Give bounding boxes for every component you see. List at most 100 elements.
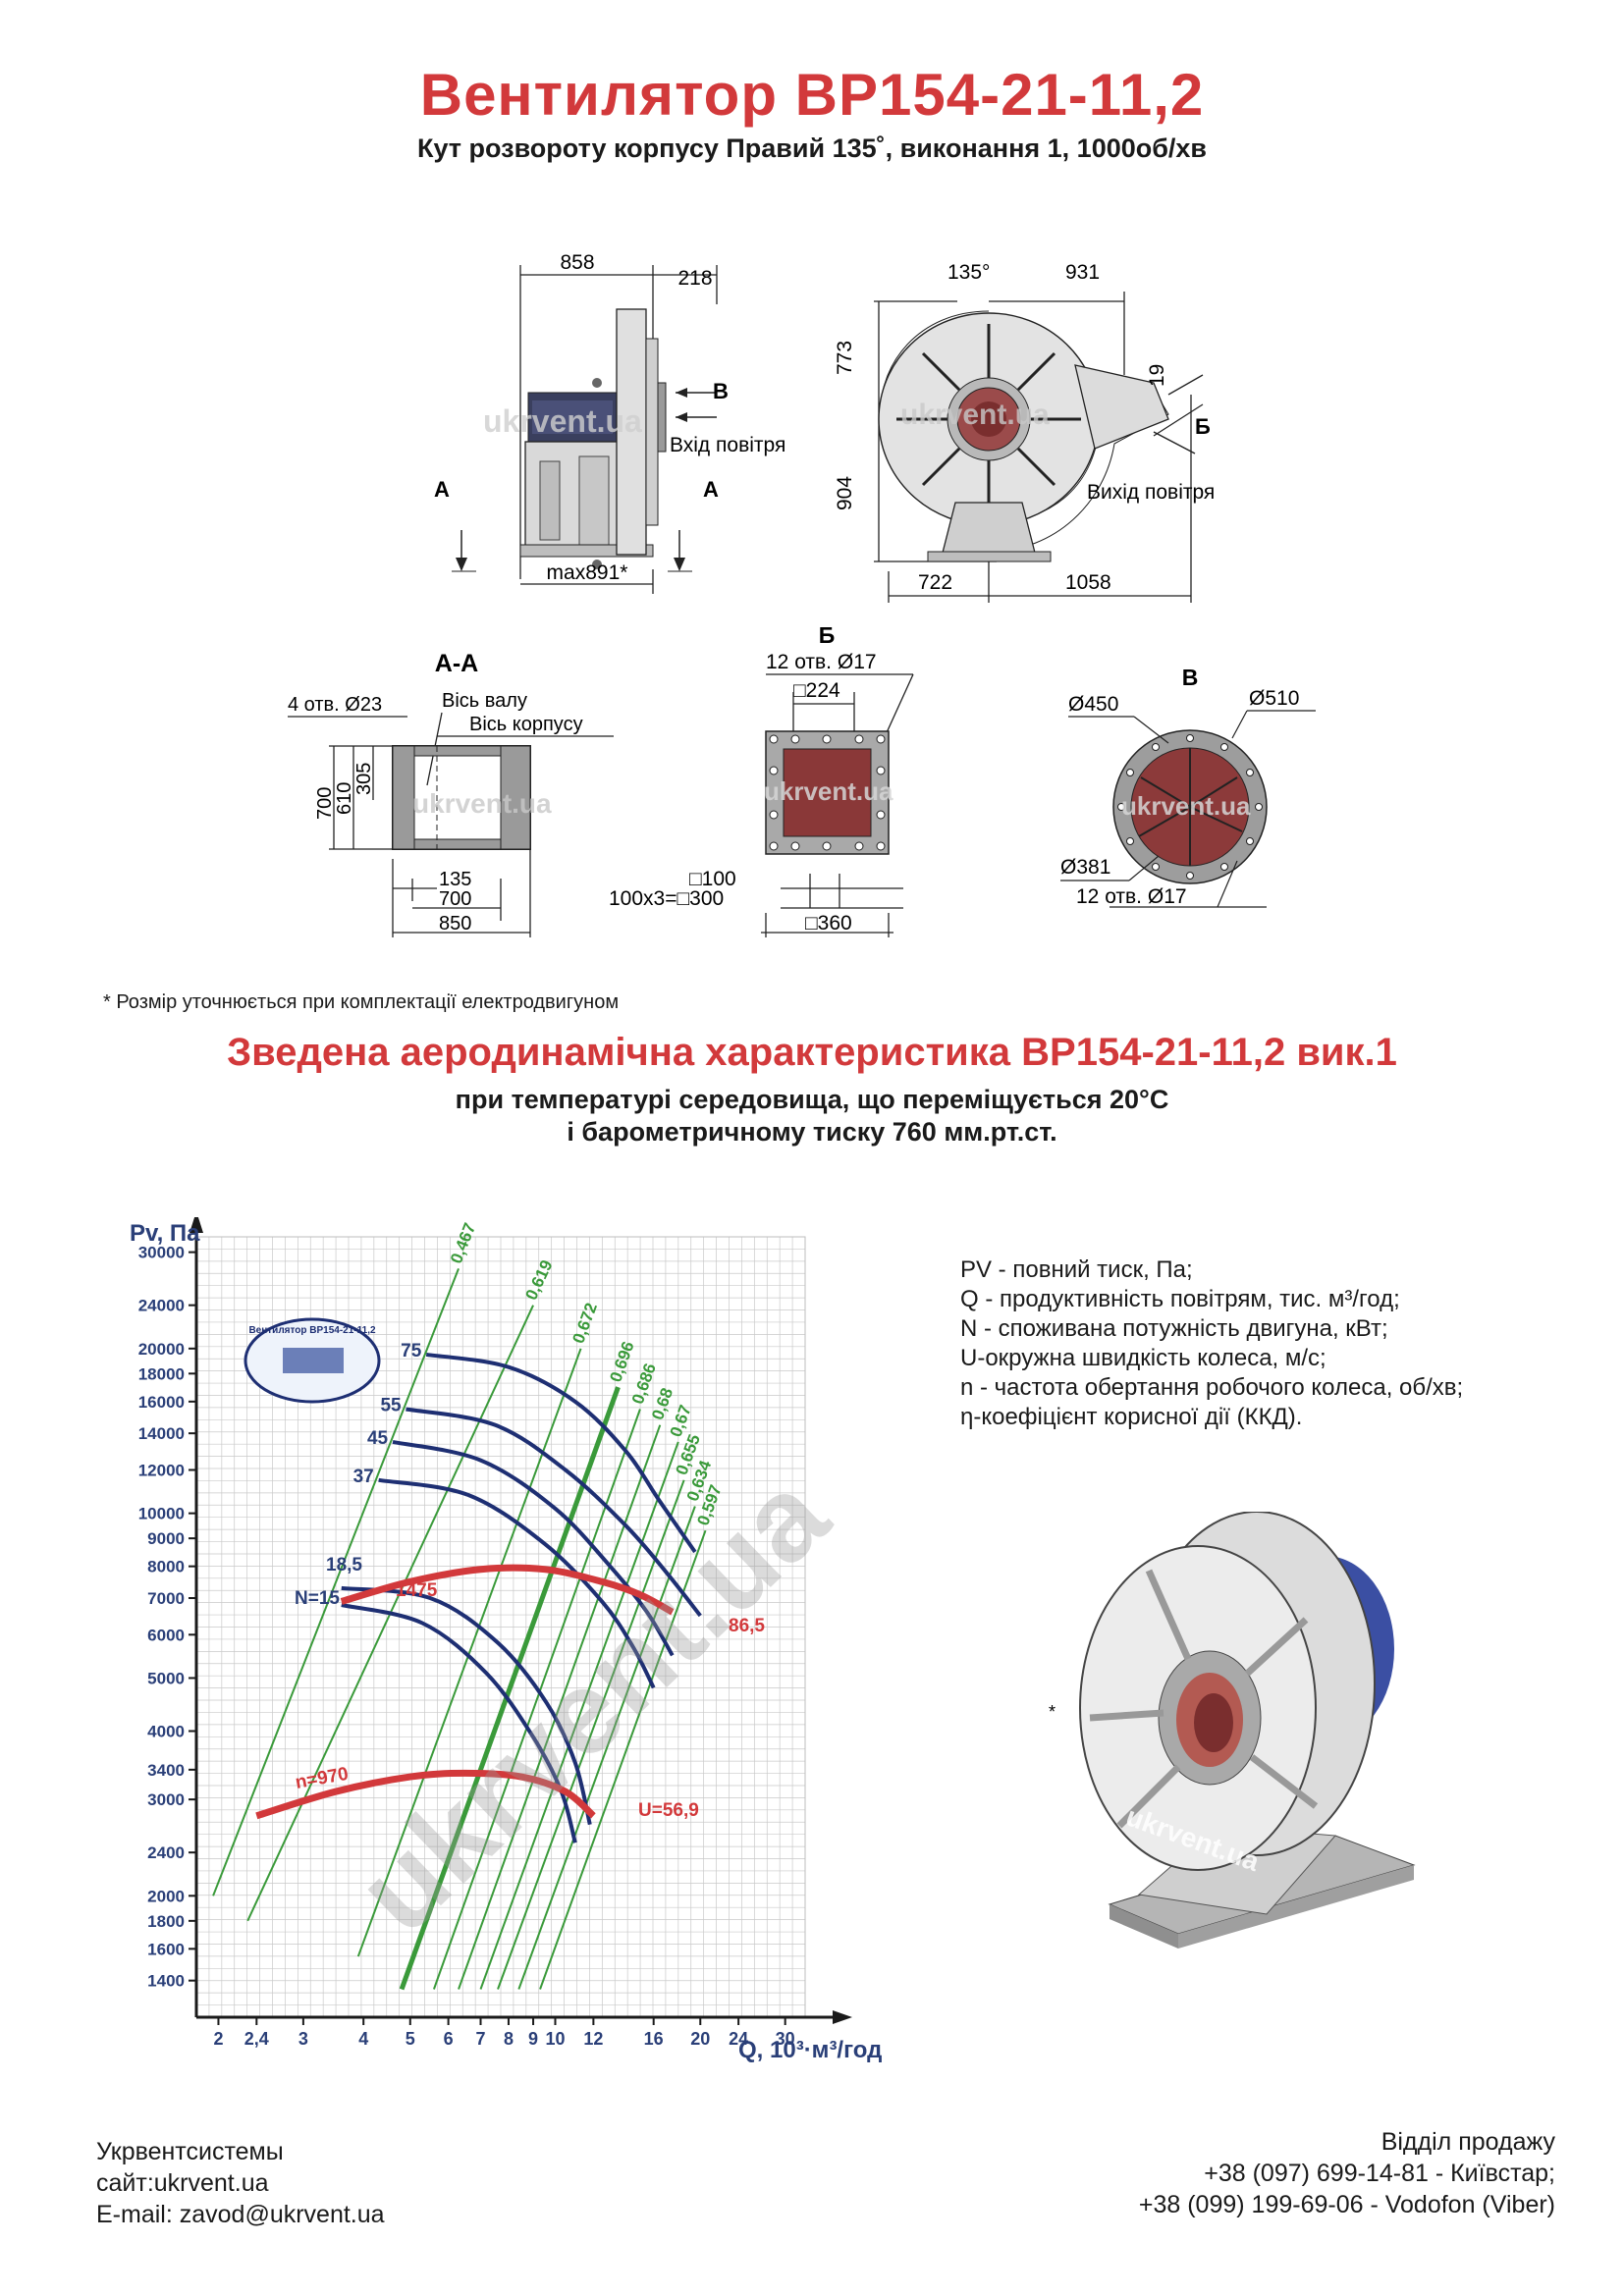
- aa-dim-610: 610: [334, 782, 355, 815]
- chart-ticks: 3000024000200001800016000140001200010000…: [138, 1244, 795, 2049]
- page-title: Вентилятор ВР154-21-11,2: [419, 62, 1205, 128]
- power-label: 75: [401, 1341, 422, 1362]
- chart-subtitle-2: і барометричному тиску 760 мм.рт.ст.: [567, 1117, 1057, 1147]
- sales-phone-1[interactable]: +38 (097) 699-14-81 - Київстар;: [1204, 2160, 1555, 2187]
- section-aa-drawing: А-А 4 отв. Ø23 Вісь валу Вісь корпусу 70…: [288, 650, 614, 937]
- b-title: Б: [819, 622, 836, 648]
- efficiency-label: 0,672: [568, 1301, 600, 1346]
- y-tick-label: 3000: [147, 1790, 185, 1809]
- x-tick-label: 7: [475, 2029, 485, 2049]
- y-tick-label: 2400: [147, 1843, 185, 1862]
- n185-label: 18,5: [326, 1555, 362, 1575]
- aa-title: А-А: [435, 650, 478, 677]
- speed-curve: [340, 1564, 675, 1616]
- y-tick-label: 1800: [147, 1912, 185, 1931]
- efficiency-line: [539, 1529, 707, 1990]
- front-dim-bottom-right: 1058: [1065, 571, 1111, 594]
- x-tick-label: 10: [545, 2029, 565, 2049]
- aa-dim-700-v: 700: [314, 787, 336, 820]
- x-tick-label: 6: [444, 2029, 454, 2049]
- efficiency-label: 0,467: [447, 1220, 479, 1266]
- aa-dim-700-h: 700: [439, 888, 471, 910]
- legend-item-pv: PV - повний тиск, Па;: [960, 1256, 1193, 1283]
- efficiency-line: [517, 1506, 696, 1990]
- power-label: 37: [353, 1467, 374, 1487]
- power-curve: [406, 1407, 702, 1618]
- x-tick-label: 2,4: [244, 2029, 269, 2049]
- front-dim-bottom-left: 722: [918, 571, 952, 594]
- x-axis-arrow: [833, 2010, 852, 2024]
- legend-item-eta: η-коефіцієнт корисної дії (ККД).: [960, 1404, 1303, 1430]
- b-dim-224: □224: [793, 679, 840, 702]
- legend-item-u: U-окружна швидкість колеса, м/с;: [960, 1345, 1326, 1371]
- power-label: 45: [367, 1428, 389, 1449]
- company-site[interactable]: сайт:ukrvent.ua: [96, 2169, 269, 2197]
- v-dim-381: Ø381: [1060, 856, 1110, 879]
- n15-label: N=15: [295, 1588, 340, 1609]
- y-tick-label: 12000: [138, 1461, 185, 1479]
- u569-label: U=56,9: [638, 1800, 699, 1821]
- legend-item-q: Q - продуктивність повітрям, тис. м³/год…: [960, 1286, 1400, 1312]
- speed-curve: [255, 1769, 596, 1820]
- front-dim-left-bottom: 904: [834, 476, 856, 510]
- efficiency-label: 0,619: [521, 1257, 556, 1304]
- y-tick-label: 24000: [138, 1297, 185, 1315]
- front-view-drawing: 135° 931 773 904 19 Б Вихід повітря 722 …: [834, 261, 1215, 603]
- x-axis-label: Q, 10³·м³/год: [738, 2037, 882, 2063]
- side-inlet-label: Вхід повітря: [670, 434, 785, 456]
- efficiency-line: [497, 1479, 685, 1990]
- front-angle: 135°: [947, 261, 990, 284]
- chart-watermark: ukrvent.ua: [332, 1449, 853, 1958]
- y-tick-label: 7000: [147, 1589, 185, 1608]
- x-tick-label: 3: [298, 2029, 308, 2049]
- n1475-label: 1475: [396, 1580, 438, 1601]
- aa-shaft-axis: Вісь валу: [442, 690, 527, 712]
- y-tick-label: 3400: [147, 1761, 185, 1780]
- v-dim-450: Ø450: [1068, 693, 1118, 716]
- legend-item-n: N - споживана потужність двигуна, кВт;: [960, 1315, 1388, 1342]
- x-tick-label: 30: [776, 2029, 795, 2049]
- aerodynamic-chart: 0,4670,6190,6720,6960,6860,680,670,6550,…: [130, 1217, 882, 2063]
- sales-title: Відділ продажу: [1380, 2128, 1555, 2156]
- footnote: * Розмір уточнюється при комплектації ел…: [103, 991, 620, 1013]
- company-email[interactable]: E-mail: zavod@ukrvent.ua: [96, 2201, 385, 2228]
- company-name: Укрвентсистемы: [96, 2138, 284, 2165]
- y-tick-label: 4000: [147, 1722, 185, 1740]
- x-tick-label: 4: [358, 2029, 368, 2049]
- side-view-drawing: 858 218 В Вхід повітря А А max891* ukrve…: [434, 251, 785, 594]
- side-dim-top: 858: [560, 251, 594, 274]
- view-v-drawing: В Ø450 Ø510 Ø381 12 отв. Ø17 ukrvent.ua: [1060, 665, 1316, 908]
- aa-holes: 4 отв. Ø23: [288, 694, 382, 716]
- efficiency-line: [356, 1348, 582, 1957]
- y-tick-label: 6000: [147, 1626, 185, 1644]
- x-tick-label: 8: [504, 2029, 514, 2049]
- v-dim-510: Ø510: [1249, 687, 1299, 710]
- x-tick-label: 9: [528, 2029, 538, 2049]
- end86-label: 86,5: [729, 1616, 765, 1636]
- front-label-b: Б: [1195, 414, 1211, 439]
- side-watermark: ukrvent.ua: [483, 403, 642, 439]
- front-dim-left-top: 773: [834, 341, 856, 375]
- y-tick-label: 1600: [147, 1940, 185, 1958]
- side-dim-top-right: 218: [677, 267, 712, 290]
- y-tick-label: 8000: [147, 1558, 185, 1576]
- front-dim-top: 931: [1065, 261, 1100, 284]
- y-axis-label: Pv, Па: [130, 1220, 200, 1247]
- x-tick-label: 12: [583, 2029, 603, 2049]
- aa-dim-135: 135: [439, 869, 471, 890]
- v-holes: 12 отв. Ø17: [1076, 885, 1187, 908]
- side-label-a-left: А: [434, 477, 450, 502]
- sales-phone-2[interactable]: +38 (099) 199-69-06 - Vodofon (Viber): [1138, 2191, 1555, 2218]
- efficiency-line: [479, 1441, 679, 1990]
- x-tick-label: 24: [729, 2029, 748, 2049]
- side-label-a-right: А: [703, 477, 719, 502]
- power-curve: [378, 1477, 656, 1689]
- efficiency-line: [212, 1267, 460, 1896]
- aa-body-axis: Вісь корпусу: [469, 714, 583, 735]
- aa-watermark: ukrvent.ua: [412, 788, 552, 819]
- b-dim-360: □360: [805, 912, 852, 934]
- side-label-b: В: [713, 379, 729, 403]
- chart-axes: [189, 1217, 852, 2024]
- x-tick-label: 2: [213, 2029, 223, 2049]
